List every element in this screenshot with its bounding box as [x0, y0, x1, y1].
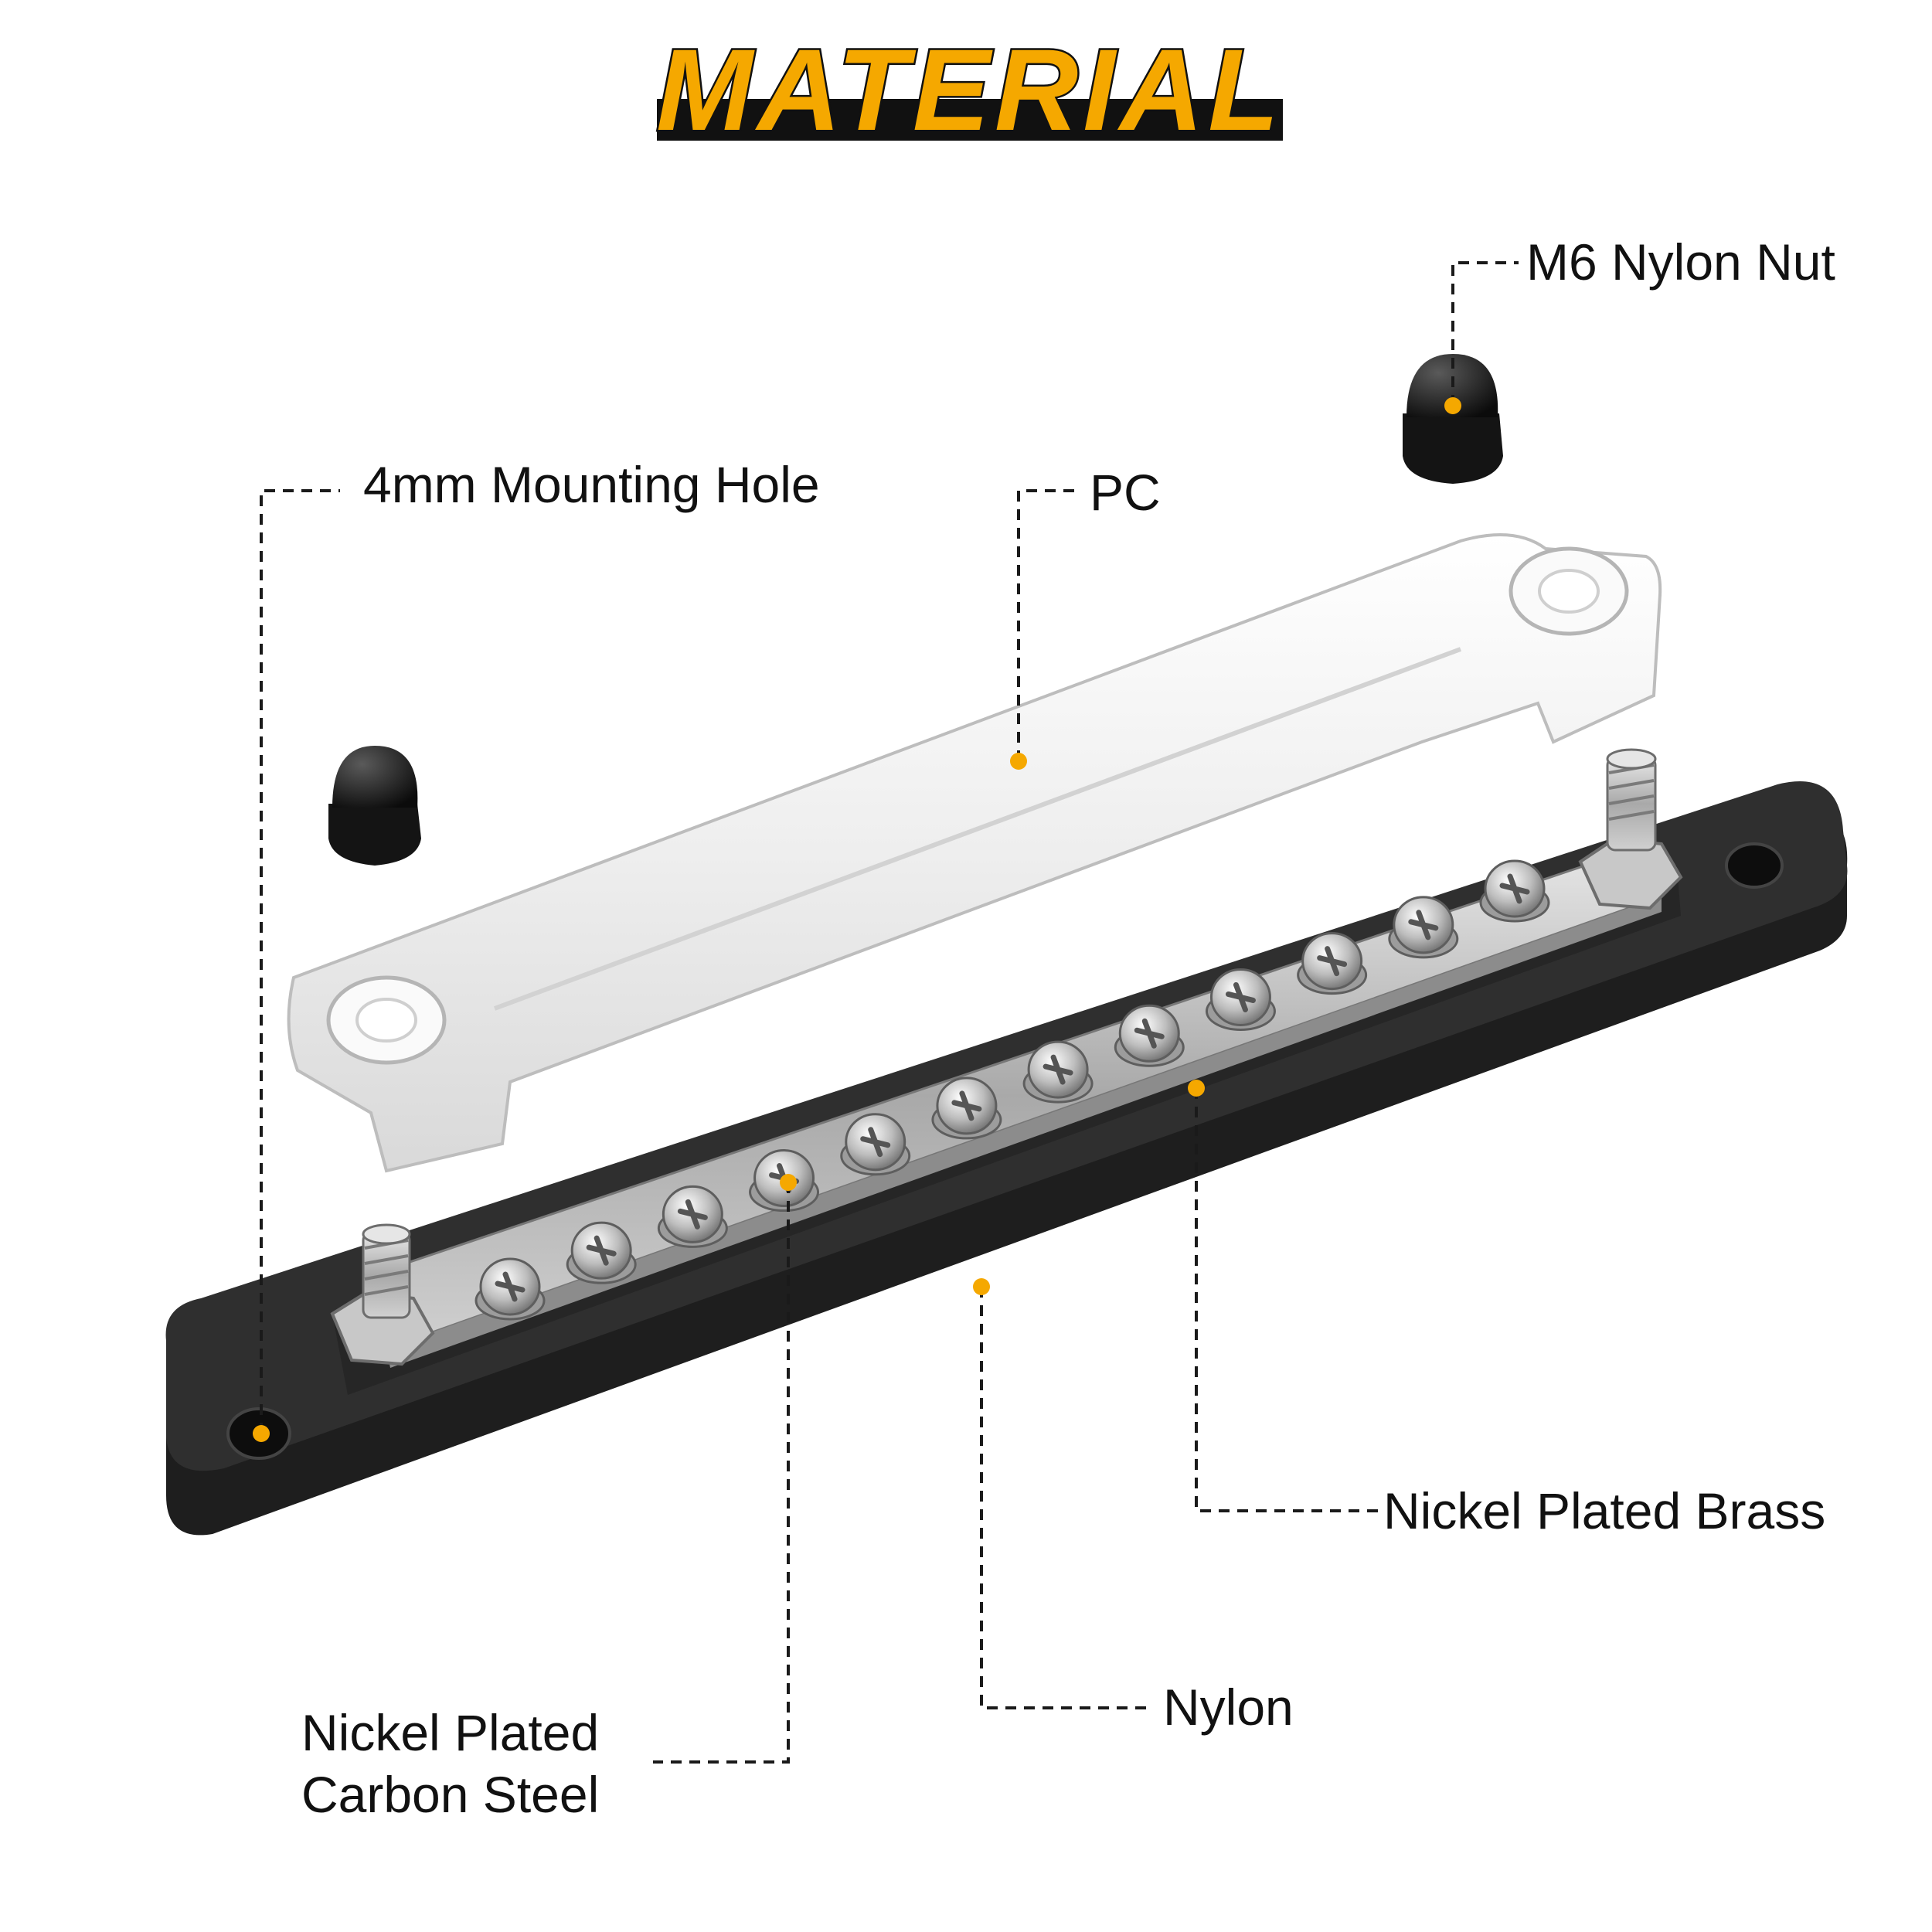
- terminal-screw: [1022, 1040, 1094, 1104]
- label-screws-line2: Carbon Steel: [301, 1766, 599, 1823]
- label-cover: PC: [1090, 464, 1161, 521]
- marker-mounting-hole: [253, 1425, 270, 1442]
- acorn-nut-left: [328, 746, 421, 866]
- marker-nut: [1444, 397, 1461, 414]
- label-nut: M6 Nylon Nut: [1526, 233, 1835, 291]
- leader-lines: [260, 261, 1519, 1764]
- title-bar: [657, 99, 1283, 141]
- title-banner: MATERIAL: [655, 23, 1284, 157]
- terminal-screw: [566, 1221, 637, 1284]
- terminal-screw: [1205, 968, 1276, 1031]
- terminal-screw: [931, 1077, 1002, 1140]
- terminal-screw: [1479, 859, 1550, 923]
- pc-cover: [287, 533, 1662, 1173]
- label-mounting-hole: 4mm Mounting Hole: [363, 456, 820, 513]
- page-title: MATERIAL: [656, 25, 1284, 155]
- stud-right: [1578, 748, 1683, 910]
- acorn-nut-right: [1403, 354, 1503, 484]
- terminal-screws: [474, 859, 1550, 1321]
- terminal-screw: [1388, 896, 1459, 959]
- marker-screw: [780, 1174, 797, 1191]
- terminal-screw: [840, 1113, 911, 1176]
- labels: M6 Nylon Nut 4mm Mounting Hole PC Nickel…: [301, 233, 1835, 1823]
- terminal-screw: [1114, 1004, 1185, 1067]
- marker-bus-bar: [1188, 1080, 1205, 1097]
- label-bus-bar: Nickel Plated Brass: [1383, 1482, 1825, 1539]
- terminal-screw: [657, 1185, 728, 1248]
- label-screws-line1: Nickel Plated: [301, 1704, 599, 1761]
- markers: [253, 397, 1461, 1442]
- label-base: Nylon: [1163, 1679, 1294, 1736]
- terminal-screw: [474, 1257, 546, 1321]
- mounting-hole-right: [1725, 842, 1784, 889]
- marker-base: [973, 1278, 990, 1295]
- marker-cover: [1010, 753, 1027, 770]
- stud-left: [330, 1223, 435, 1366]
- terminal-screw: [1297, 932, 1368, 995]
